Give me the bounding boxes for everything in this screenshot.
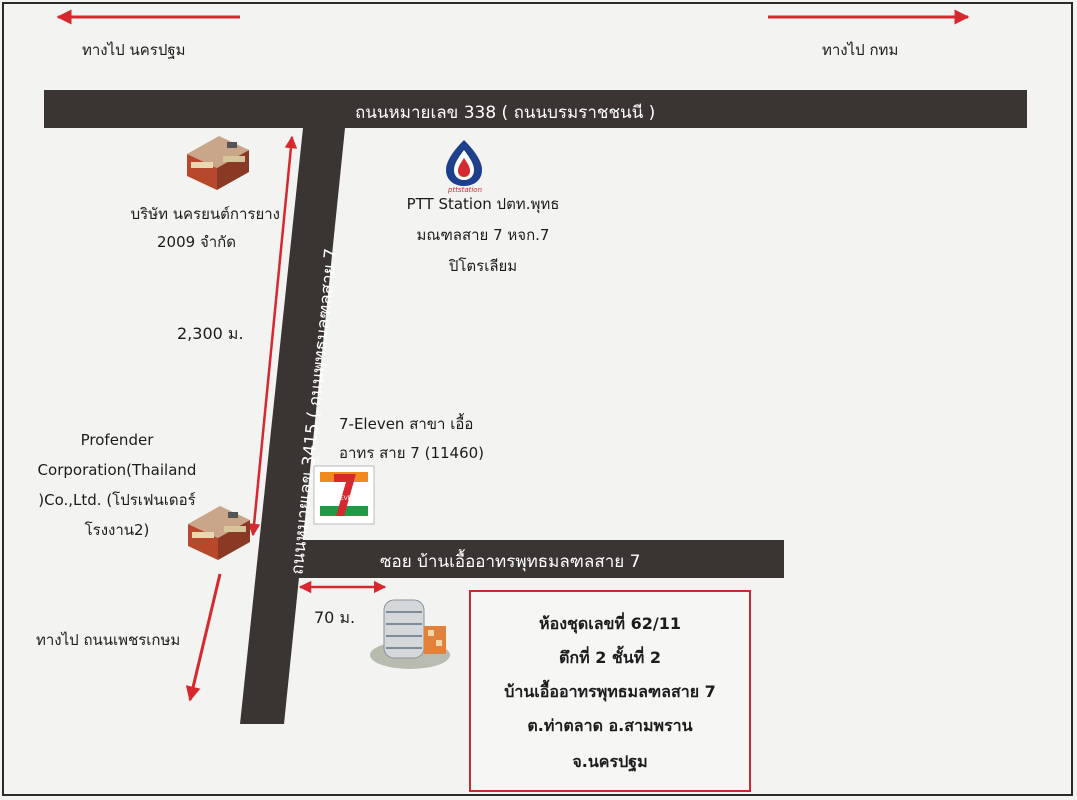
profender-label-line1: Profender: [80, 431, 154, 449]
address-line-5: จ.นครปฐม: [572, 752, 648, 771]
ptt-label-line2: มณฑลสาย 7 หจก.7: [416, 226, 550, 244]
address-box: ห้องชุดเลขที่ 62/11 ตึกที่ 2 ชั้นที่ 2 บ…: [469, 590, 751, 792]
direction-bangkok: ทางไป กทม: [822, 41, 899, 59]
company-building-icon: [187, 136, 249, 190]
ptt-logo-text: pttstation: [448, 186, 483, 194]
company-label-line2: 2009 จำกัด: [157, 233, 236, 251]
profender-label-line4: โรงงาน2): [84, 521, 150, 539]
seven-eleven-label-line2: อาทร สาย 7 (11460): [339, 444, 485, 462]
main-road-label: ถนนหมายเลข 338 ( ถนนบรมราชชนนี ): [355, 103, 656, 123]
soi-road-label: ซอย บ้านเอื้ออาทรพุทธมลฑลสาย 7: [380, 552, 641, 572]
seven-eleven-logo-icon: [313, 465, 375, 525]
factory-building-icon: [188, 506, 250, 560]
seven-eleven-label-line1: 7-Eleven สาขา เอื้อ: [339, 415, 474, 433]
ptt-logo-icon: [446, 140, 482, 186]
company-label-line1: บริษัท นครยนต์การยาง: [130, 205, 280, 223]
profender-label-line3: )Co.,Ltd. (โปรเฟนเดอร์: [38, 491, 196, 509]
direction-phetkasem: ทางไป ถนนเพชรเกษม: [36, 631, 181, 649]
seven-eleven-logo-text: ELEVEn: [332, 495, 356, 502]
distance-label-soi: 70 ม.: [314, 608, 356, 627]
address-line-4: ต.ท่าตลาด อ.สามพราน: [527, 716, 693, 735]
main-road: [44, 90, 1027, 128]
address-line-1: ห้องชุดเลขที่ 62/11: [539, 614, 681, 633]
address-line-2: ตึกที่ 2 ชั้นที่ 2: [559, 648, 661, 667]
profender-label-line2: Corporation(Thailand: [37, 461, 197, 479]
distance-label-vertical: 2,300 ม.: [177, 324, 244, 343]
soi-road: [296, 540, 784, 578]
ptt-label-line1: PTT Station ปตท.พุทธ: [406, 195, 560, 213]
condo-building-icon: [370, 599, 450, 669]
ptt-label-line3: ปิโตรเลียม: [448, 257, 518, 275]
address-line-3: บ้านเอื้ออาทรพุทธมลฑลสาย 7: [504, 682, 716, 701]
arrow-to-phetkasem: [185, 573, 222, 702]
direction-nakhonpathom: ทางไป นครปฐม: [82, 41, 186, 59]
distance-arrow-vertical: [247, 135, 298, 537]
